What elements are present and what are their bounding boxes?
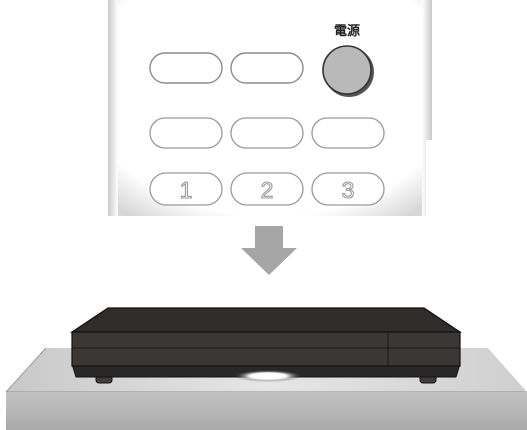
remote-edge-right (422, 0, 432, 216)
remote-control: 電源 1 2 3 (108, 0, 440, 216)
power-label: 電源 (334, 23, 360, 39)
number-button-1-label: 1 (180, 177, 193, 203)
set-top-box (70, 307, 462, 384)
device-front (71, 331, 461, 367)
number-button-1[interactable] (149, 172, 223, 206)
arrow-down-icon (241, 226, 297, 275)
remote-edge-cutout (426, 140, 440, 216)
remote-button-row1-1[interactable] (149, 52, 223, 84)
remote-edge-left (108, 0, 118, 216)
number-button-2[interactable] (230, 172, 304, 206)
shelf-front (6, 392, 527, 430)
remote-button-row2-2[interactable] (230, 117, 304, 149)
remote-button-row1-2[interactable] (230, 52, 304, 84)
power-button[interactable] (322, 45, 374, 97)
shelf-left-edge (5, 347, 47, 393)
power-indicator (250, 373, 286, 379)
number-button-3-label: 3 (342, 177, 355, 203)
remote-button-row2-3[interactable] (311, 117, 385, 149)
remote-button-row2-1[interactable] (149, 117, 223, 149)
number-button-3[interactable] (311, 172, 385, 206)
number-button-2-label: 2 (261, 177, 274, 203)
device-top (70, 307, 462, 333)
